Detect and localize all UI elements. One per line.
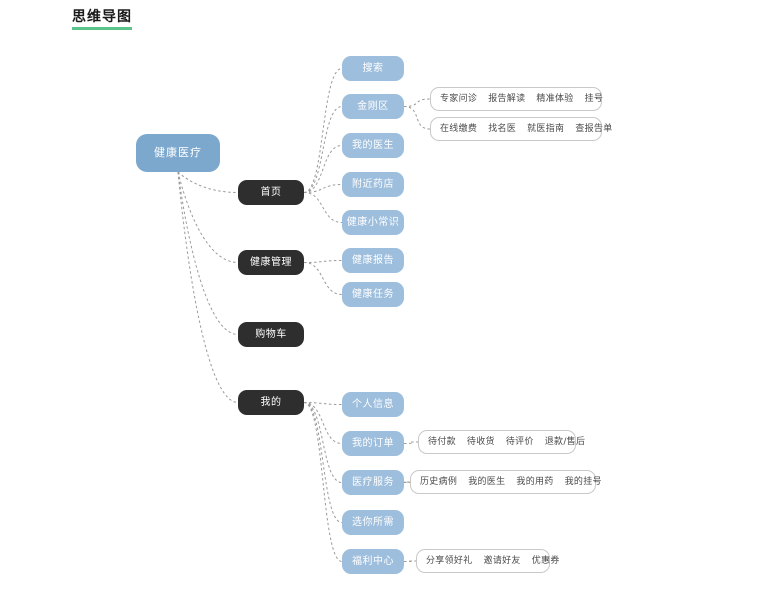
leaf-box-3-4-0[interactable]: 分享领好礼邀请好友优惠券	[416, 549, 559, 573]
leaf-item[interactable]: 挂号	[584, 93, 604, 104]
leaf-item[interactable]: 待收货	[466, 436, 495, 447]
leaf-item[interactable]: 邀请好友	[483, 555, 521, 566]
connector	[303, 192, 343, 223]
child-node-0-4[interactable]: 健康小常识	[342, 210, 404, 235]
branch-node-0[interactable]: 首页	[238, 180, 304, 205]
branch-node-3[interactable]: 我的	[238, 390, 304, 415]
connector	[303, 106, 343, 193]
leaf-item[interactable]: 在线缴费	[440, 123, 478, 134]
child-node-3-3[interactable]: 选你所需	[342, 510, 404, 535]
leaf-box-3-2-0[interactable]: 历史病例我的医生我的用药我的挂号	[410, 470, 602, 494]
branch-node-2[interactable]: 购物车	[238, 322, 304, 347]
connector	[403, 98, 431, 107]
connector	[303, 262, 343, 295]
leaf-item[interactable]: 查报告单	[575, 123, 613, 134]
child-node-0-1[interactable]: 金刚区	[342, 94, 404, 119]
leaf-box-3-1-0[interactable]: 待付款待收货待评价退款/售后	[418, 430, 585, 454]
leaf-item[interactable]: 分享领好礼	[426, 555, 473, 566]
child-node-0-0[interactable]: 搜索	[342, 56, 404, 81]
page-title-text: 思维导图	[72, 8, 132, 30]
page-title: 思维导图	[72, 6, 132, 30]
leaf-item[interactable]: 专家问诊	[440, 93, 478, 104]
leaf-item[interactable]: 历史病例	[420, 476, 458, 487]
connector	[303, 260, 343, 263]
leaf-box-0-1-1[interactable]: 在线缴费找名医就医指南查报告单	[430, 117, 612, 141]
leaf-item[interactable]: 待评价	[505, 436, 534, 447]
child-node-3-0[interactable]: 个人信息	[342, 392, 404, 417]
connector	[177, 171, 239, 335]
child-node-1-0[interactable]: 健康报告	[342, 248, 404, 273]
leaf-item[interactable]: 精准体验	[536, 93, 574, 104]
connector	[303, 68, 343, 193]
connector	[303, 402, 343, 405]
connector	[177, 171, 239, 403]
child-node-3-1[interactable]: 我的订单	[342, 431, 404, 456]
connector	[303, 145, 343, 193]
child-node-0-3[interactable]: 附近药店	[342, 172, 404, 197]
connector	[303, 402, 343, 444]
connector	[303, 184, 343, 193]
leaf-item[interactable]: 找名医	[488, 123, 517, 134]
connector	[177, 171, 239, 193]
child-node-0-2[interactable]: 我的医生	[342, 133, 404, 158]
leaf-item[interactable]: 我的挂号	[564, 476, 602, 487]
leaf-item[interactable]: 报告解读	[488, 93, 526, 104]
leaf-box-0-1-0[interactable]: 专家问诊报告解读精准体验挂号	[430, 87, 604, 111]
connector	[403, 441, 419, 444]
leaf-item[interactable]: 退款/售后	[544, 436, 586, 447]
child-node-3-2[interactable]: 医疗服务	[342, 470, 404, 495]
connector	[303, 402, 343, 483]
child-node-1-1[interactable]: 健康任务	[342, 282, 404, 307]
leaf-item[interactable]: 我的用药	[516, 476, 554, 487]
connector	[303, 402, 343, 562]
leaf-item[interactable]: 待付款	[428, 436, 456, 447]
root-node[interactable]: 健康医疗	[136, 134, 220, 172]
branch-node-1[interactable]: 健康管理	[238, 250, 304, 275]
child-node-3-4[interactable]: 福利中心	[342, 549, 404, 574]
connector	[403, 560, 417, 562]
leaf-item[interactable]: 我的医生	[468, 476, 506, 487]
connector	[303, 402, 343, 523]
leaf-item[interactable]: 优惠券	[531, 555, 560, 566]
connector	[403, 106, 431, 130]
leaf-item[interactable]: 就医指南	[527, 123, 565, 134]
connector	[177, 171, 239, 263]
